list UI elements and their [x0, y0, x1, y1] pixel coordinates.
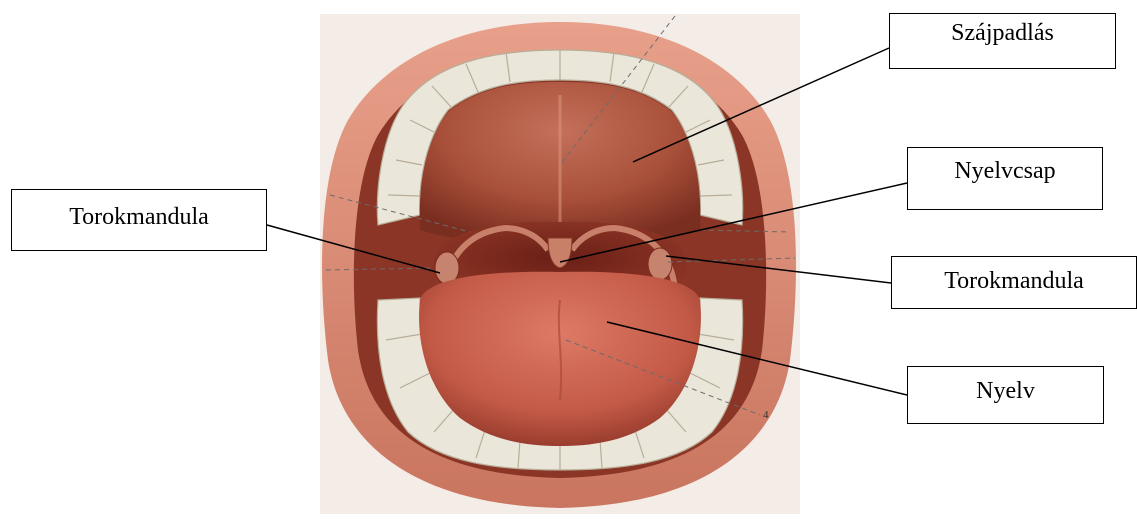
label-palate: Szájpadlás: [889, 13, 1116, 69]
plate-number: 4: [763, 409, 769, 421]
right-tonsil: [648, 248, 672, 280]
label-tonsil-right: Torokmandula: [891, 256, 1137, 309]
label-uvula: Nyelvcsap: [907, 147, 1103, 210]
label-tongue: Nyelv: [907, 366, 1104, 424]
label-tonsil-left: Torokmandula: [11, 189, 267, 251]
